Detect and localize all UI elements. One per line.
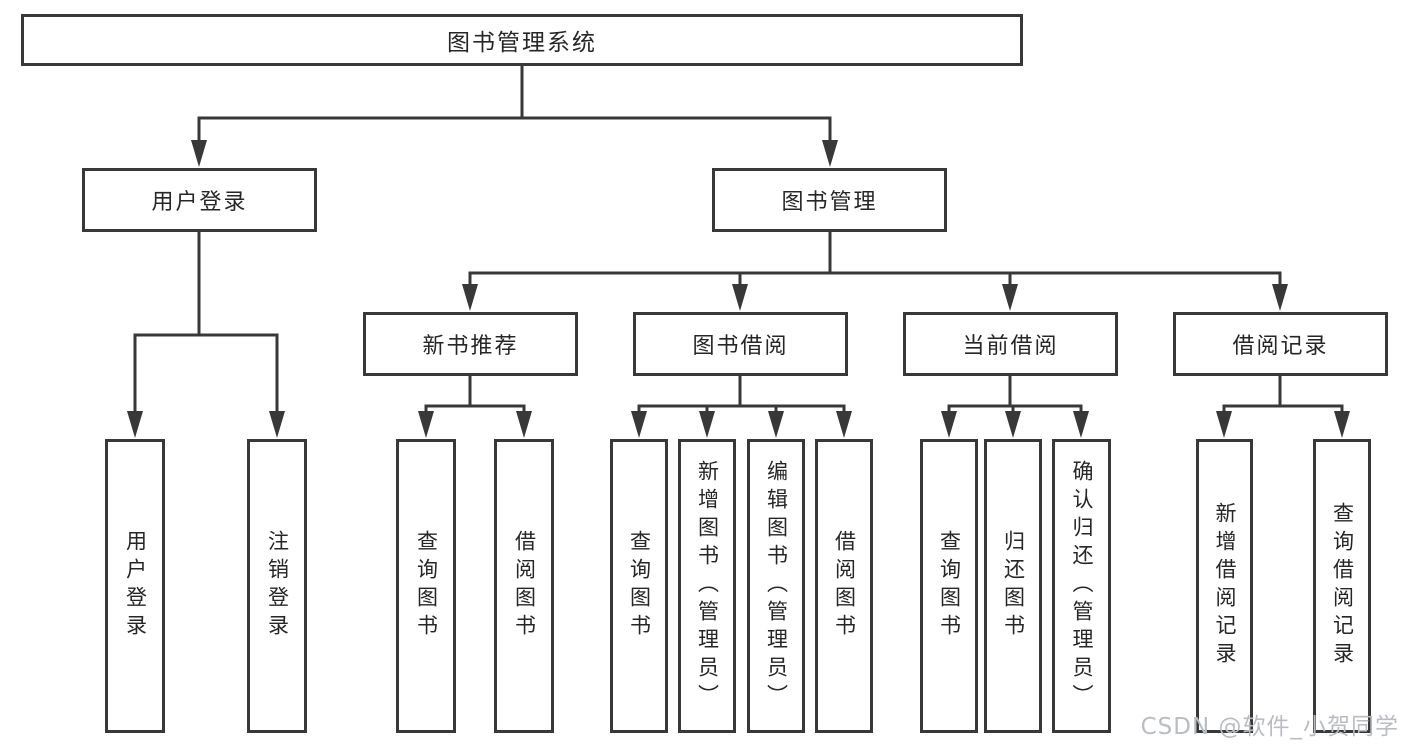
- node-book-management-label: 图书管理: [781, 190, 878, 215]
- node-current-borrow-label: 当前借阅: [962, 334, 1059, 359]
- leaf-edit-book-admin: 编辑图书（管理员）: [747, 439, 805, 733]
- node-borrow-record: 借阅记录: [1173, 312, 1388, 376]
- node-library-system-label: 图书管理系统: [447, 30, 597, 56]
- node-current-borrow: 当前借阅: [903, 312, 1118, 376]
- node-new-book-recommend-label: 新书推荐: [422, 334, 519, 359]
- leaf-add-book-admin: 新增图书（管理员）: [678, 439, 736, 733]
- leaf-query-borrow-record-label: 查询借阅记录: [1330, 502, 1355, 670]
- leaf-query-book-3: 查询图书: [920, 439, 978, 733]
- node-book-borrow: 图书借阅: [633, 312, 848, 376]
- leaf-query-book-1: 查询图书: [396, 439, 456, 733]
- leaf-query-book-2: 查询图书: [610, 439, 668, 733]
- leaf-add-borrow-record: 新增借阅记录: [1196, 439, 1253, 733]
- csdn-watermark: CSDN @软件_小贺同学: [1140, 714, 1399, 740]
- leaf-add-book-admin-label: 新增图书（管理员）: [695, 460, 720, 712]
- leaf-logout-label: 注销登录: [265, 530, 290, 642]
- leaf-logout: 注销登录: [247, 439, 307, 733]
- leaf-return-book-label: 归还图书: [1001, 530, 1026, 642]
- leaf-borrow-book-1-label: 借阅图书: [512, 530, 537, 642]
- leaf-borrow-book-2-label: 借阅图书: [832, 530, 857, 642]
- node-book-management: 图书管理: [712, 168, 947, 232]
- node-library-system: 图书管理系统: [21, 14, 1023, 66]
- arrowheads: [127, 140, 1350, 438]
- leaf-confirm-return-admin: 确认归还（管理员）: [1052, 439, 1111, 733]
- leaf-query-book-3-label: 查询图书: [937, 530, 962, 642]
- node-user-login-label: 用户登录: [151, 190, 248, 215]
- leaf-return-book: 归还图书: [984, 439, 1042, 733]
- leaf-borrow-book-2: 借阅图书: [815, 439, 873, 733]
- leaf-user-login: 用户登录: [105, 439, 165, 733]
- node-book-borrow-label: 图书借阅: [692, 334, 789, 359]
- node-user-login: 用户登录: [82, 168, 317, 232]
- leaf-edit-book-admin-label: 编辑图书（管理员）: [764, 460, 789, 712]
- leaf-user-login-label: 用户登录: [123, 530, 148, 642]
- leaf-query-book-2-label: 查询图书: [627, 530, 652, 642]
- node-new-book-recommend: 新书推荐: [363, 312, 578, 376]
- leaf-add-borrow-record-label: 新增借阅记录: [1213, 502, 1237, 670]
- leaf-confirm-return-admin-label: 确认归还（管理员）: [1070, 460, 1094, 712]
- leaf-borrow-book-1: 借阅图书: [494, 439, 554, 733]
- leaf-query-book-1-label: 查询图书: [414, 530, 439, 642]
- leaf-query-borrow-record: 查询借阅记录: [1313, 439, 1371, 733]
- node-borrow-record-label: 借阅记录: [1232, 334, 1329, 359]
